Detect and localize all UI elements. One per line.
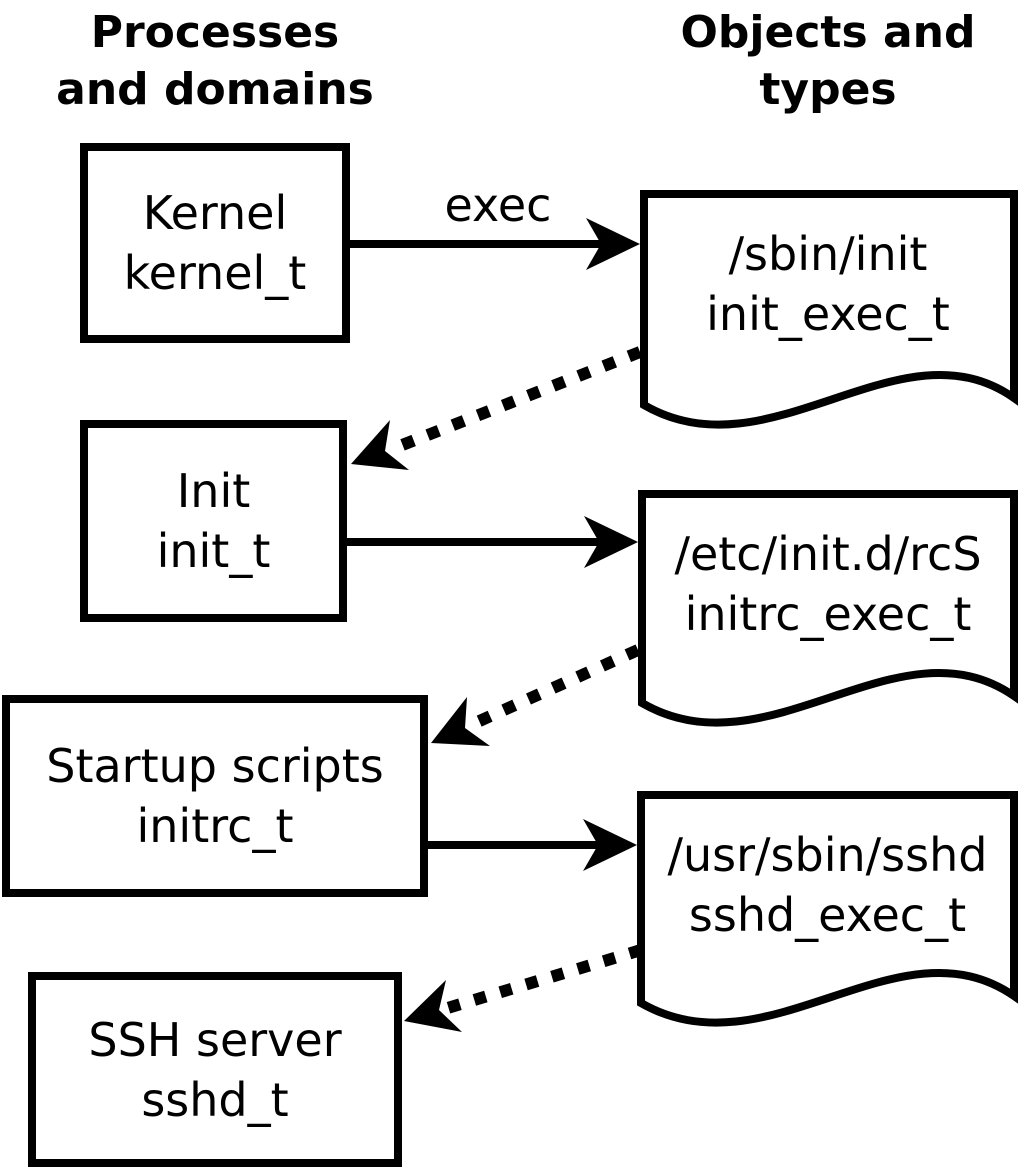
left-column-header: Processes and domains (15, 4, 415, 118)
startup-scripts-domain-label: Startup scripts initrc_t (2, 695, 428, 897)
right-column-header: Objects and types (628, 4, 1024, 118)
init-name: Init (176, 464, 251, 518)
init-type: init_t (156, 524, 271, 578)
transition-arrowhead-sshd-to-sshserver (404, 980, 462, 1032)
init-domain-box (80, 420, 347, 622)
etc-initd-rcs-type: initrc_exec_t (684, 587, 972, 641)
transition-dotted-line-sshd-to-sshserver (439, 944, 643, 1016)
right-header-line2: types (759, 64, 897, 115)
transition-dotted-line-sbin-init-to-init (389, 346, 643, 455)
transition-arrowhead-sbin-init-to-init (351, 420, 409, 470)
kernel-type: kernel_t (123, 246, 307, 300)
exec-arrowhead-initrc-to-sshd (583, 819, 637, 871)
sbin-init-type: init_exec_t (706, 287, 950, 341)
usr-sbin-sshd-object-label: /usr/sbin/sshd sshd_exec_t (641, 795, 1014, 975)
exec-arrowhead-kernel-to-sbin-init (586, 218, 640, 270)
ssh-server-type: sshd_t (141, 1072, 289, 1127)
transition-arrowhead-rcs-to-initrc (431, 697, 490, 746)
usr-sbin-sshd-path: /usr/sbin/sshd (667, 828, 988, 882)
exec-arrowhead-init-to-rcs (584, 516, 638, 568)
exec-edge-label: exec (444, 178, 552, 232)
right-header-line1: Objects and (680, 7, 976, 58)
kernel-domain-label: Kernel kernel_t (80, 143, 350, 343)
kernel-name: Kernel (142, 186, 288, 240)
etc-initd-rcs-path: /etc/init.d/rcS (674, 527, 982, 581)
ssh-server-name: SSH server (88, 1012, 342, 1067)
kernel-domain-box (80, 143, 350, 343)
startup-scripts-domain-box (2, 695, 428, 897)
usr-sbin-sshd-type: sshd_exec_t (688, 888, 967, 942)
startup-scripts-type: initrc_t (136, 799, 294, 853)
left-header-line2: and domains (56, 64, 374, 115)
startup-scripts-name: Startup scripts (46, 739, 384, 793)
transition-dotted-line-rcs-to-initrc (463, 644, 641, 733)
etc-initd-rcs-object-label: /etc/init.d/rcS initrc_exec_t (642, 494, 1014, 674)
sbin-init-path: /sbin/init (728, 227, 928, 281)
sbin-init-document-shape (640, 190, 1018, 429)
sbin-init-object-label: /sbin/init init_exec_t (642, 194, 1014, 374)
ssh-server-domain-label: SSH server sshd_t (28, 972, 402, 1167)
init-domain-label: Init init_t (80, 420, 347, 622)
left-header-line1: Processes (90, 7, 340, 58)
etc-initd-rcs-document-shape (638, 490, 1018, 727)
ssh-server-domain-box (28, 972, 402, 1167)
usr-sbin-sshd-document-shape (637, 791, 1018, 1027)
